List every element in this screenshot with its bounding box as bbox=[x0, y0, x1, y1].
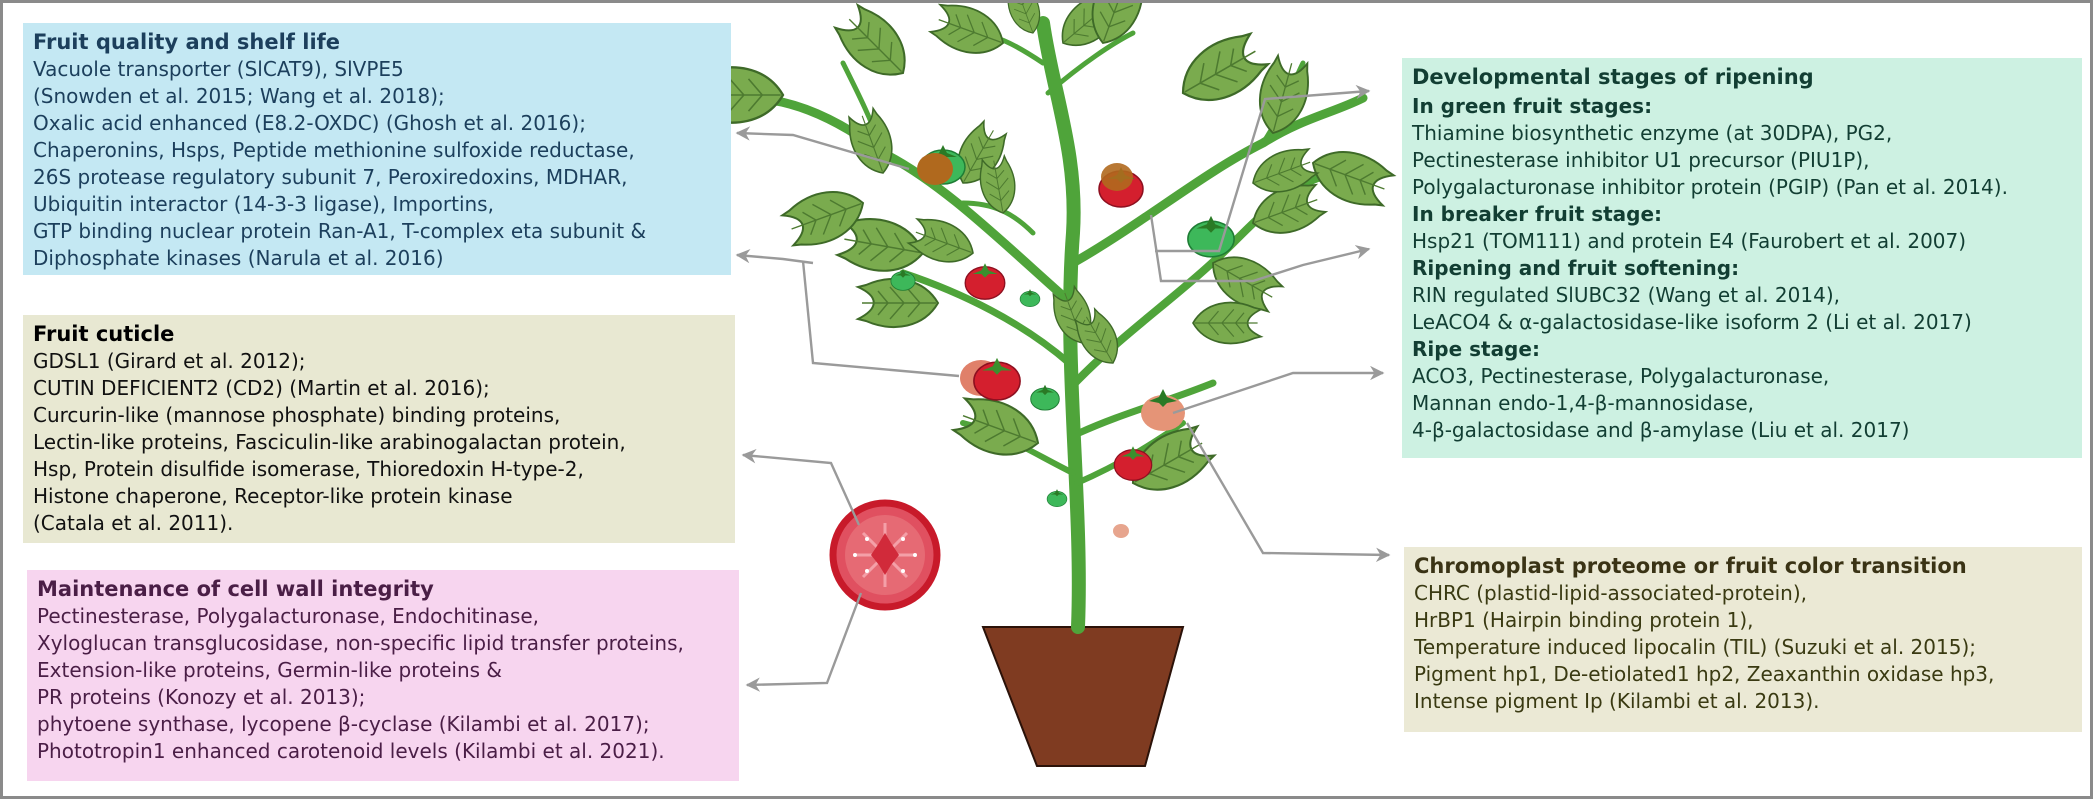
softening-line: LeACO4 & α-galactosidase-like isoform 2 … bbox=[1412, 310, 1972, 334]
chromoplast-title: Chromoplast proteome or fruit color tran… bbox=[1414, 554, 1967, 578]
cell-wall-line: Phototropin1 enhanced carotenoid levels … bbox=[37, 739, 665, 763]
breaker-stage-heading: In breaker fruit stage: bbox=[1412, 202, 1663, 226]
chromoplast-box: Chromoplast proteome or fruit color tran… bbox=[1404, 547, 2082, 732]
tomato-cross-section-icon bbox=[829, 499, 941, 611]
ripe-stage-line: 4-β-galactosidase and β-amylase (Liu et … bbox=[1412, 418, 1910, 442]
fruit-quality-line: Ubiquitin interactor (14-3-3 ligase), Im… bbox=[33, 192, 494, 216]
ripe-stage-heading: Ripe stage: bbox=[1412, 337, 1540, 361]
ripening-title: Developmental stages of ripening bbox=[1412, 65, 1814, 89]
fruit-quality-title: Fruit quality and shelf life bbox=[33, 30, 341, 54]
ripe-stage-line: ACO3, Pectinesterase, Polygalacturonase, bbox=[1412, 364, 1830, 388]
fruit-quality-line: Vacuole transporter (SlCAT9), SlVPE5 bbox=[33, 57, 404, 81]
tomato-fruits bbox=[890, 144, 1235, 538]
fruit-cuticle-box: Fruit cuticle GDSL1 (Girard et al. 2012)… bbox=[23, 315, 735, 543]
chromoplast-line: Temperature induced lipocalin (TIL) (Suz… bbox=[1414, 635, 1976, 659]
green-stage-line: Pectinesterase inhibitor U1 precursor (P… bbox=[1412, 148, 1870, 172]
fruit-quality-line: Chaperonins, Hsps, Peptide methionine su… bbox=[33, 138, 635, 162]
connector-arrows bbox=[735, 84, 1391, 692]
tomato-plant-illustration bbox=[689, 3, 1398, 767]
green-stage-heading: In green fruit stages: bbox=[1412, 94, 1653, 118]
green-stage-line: Thiamine biosynthetic enzyme (at 30DPA),… bbox=[1412, 121, 1893, 145]
fruit-quality-line: 26S protease regulatory subunit 7, Perox… bbox=[33, 165, 628, 189]
fruit-cuticle-title: Fruit cuticle bbox=[33, 322, 175, 346]
softening-heading: Ripening and fruit softening: bbox=[1412, 256, 1740, 280]
flower-pot bbox=[981, 626, 1185, 767]
fruit-cuticle-line: Curcurin-like (mannose phosphate) bindin… bbox=[33, 403, 561, 427]
cell-wall-line: phytoene synthase, lycopene β-cyclase (K… bbox=[37, 712, 650, 736]
fruit-cuticle-line: Lectin-like proteins, Fasciculin-like ar… bbox=[33, 430, 626, 454]
cell-wall-line: Pectinesterase, Polygalacturonase, Endoc… bbox=[37, 604, 540, 628]
fruit-quality-line: (Snowden et al. 2015; Wang et al. 2018); bbox=[33, 84, 445, 108]
fruit-cuticle-line: CUTIN DEFICIENT2 (CD2) (Martin et al. 20… bbox=[33, 376, 490, 400]
chromoplast-line: Intense pigment Ip (Kilambi et al. 2013)… bbox=[1414, 689, 1820, 713]
plant-leaves bbox=[689, 3, 1398, 506]
fruit-cuticle-line: GDSL1 (Girard et al. 2012); bbox=[33, 349, 306, 373]
ripening-stages-box: Developmental stages of ripening In gree… bbox=[1402, 58, 2082, 458]
cell-wall-line: PR proteins (Konozy et al. 2013); bbox=[37, 685, 366, 709]
fruit-cuticle-line: Histone chaperone, Receptor-like protein… bbox=[33, 484, 513, 508]
cell-wall-box: Maintenance of cell wall integrity Pecti… bbox=[27, 570, 739, 781]
ripe-stage-line: Mannan endo-1,4-β-mannosidase, bbox=[1412, 391, 1754, 415]
fruit-quality-line: Diphosphate kinases (Narula et al. 2016) bbox=[33, 246, 444, 270]
softening-line: RIN regulated SlUBC32 (Wang et al. 2014)… bbox=[1412, 283, 1840, 307]
fruit-quality-line: Oxalic acid enhanced (E8.2-OXDC) (Ghosh … bbox=[33, 111, 586, 135]
fruit-cuticle-line: Hsp, Protein disulfide isomerase, Thiore… bbox=[33, 457, 584, 481]
cell-wall-line: Extension-like proteins, Germin-like pro… bbox=[37, 658, 502, 682]
chromoplast-line: Pigment hp1, De-etiolated1 hp2, Zeaxanth… bbox=[1414, 662, 1995, 686]
cell-wall-line: Xyloglucan transglucosidase, non-specifi… bbox=[37, 631, 684, 655]
fruit-quality-box: Fruit quality and shelf life Vacuole tra… bbox=[23, 23, 731, 275]
green-stage-line: Polygalacturonase inhibitor protein (PGI… bbox=[1412, 175, 2008, 199]
fruit-quality-line: GTP binding nuclear protein Ran-A1, T-co… bbox=[33, 219, 647, 243]
cell-wall-title: Maintenance of cell wall integrity bbox=[37, 577, 434, 601]
fruit-cuticle-line: (Catala et al. 2011). bbox=[33, 511, 234, 535]
breaker-stage-line: Hsp21 (TOM111) and protein E4 (Faurobert… bbox=[1412, 229, 1967, 253]
chromoplast-line: CHRC (plastid-lipid-associated-protein), bbox=[1414, 581, 1807, 605]
chromoplast-line: HrBP1 (Hairpin binding protein 1), bbox=[1414, 608, 1754, 632]
